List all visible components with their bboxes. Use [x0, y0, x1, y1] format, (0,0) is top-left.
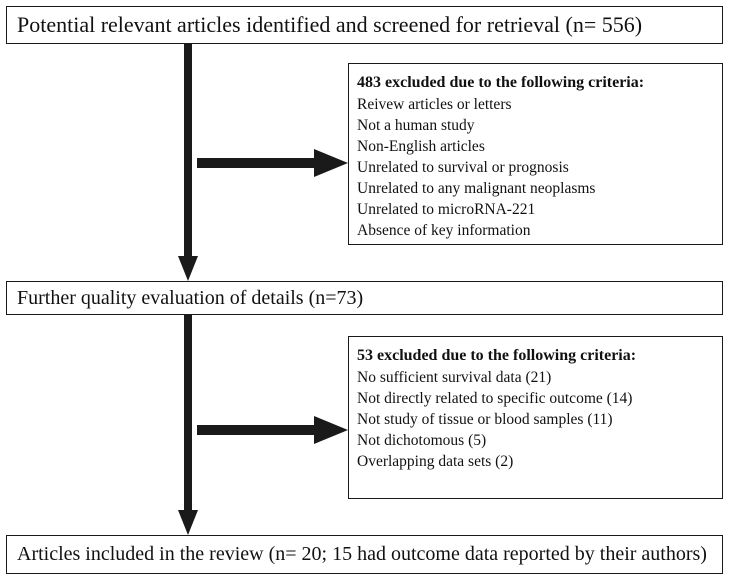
evaluation-box: Further quality evaluation of details (n… [6, 281, 723, 315]
arrow-down-1 [178, 44, 198, 281]
included-text: Articles included in the review (n= 20; … [17, 543, 707, 565]
arrow-down-2 [178, 315, 198, 535]
exclusion-1-heading: 483 excluded due to the following criter… [357, 74, 645, 91]
exclusion-1-item: Unrelated to any malignant neoplasms [357, 180, 596, 197]
exclusion-2-item: Not dichotomous (5) [357, 432, 487, 449]
exclusion-2-item: Not directly related to specific outcome… [357, 390, 633, 407]
exclusion-1-item: Reivew articles or letters [357, 96, 512, 113]
exclusion-1-item: Unrelated to survival or prognosis [357, 159, 569, 176]
identified-box: Potential relevant articles identified a… [6, 6, 723, 44]
exclusion-box-1: 483 excluded due to the following criter… [348, 63, 723, 245]
exclusion-1-item: Absence of key information [357, 222, 531, 239]
identified-text: Potential relevant articles identified a… [17, 12, 643, 37]
exclusion-1-list: Reivew articles or letters Not a human s… [357, 94, 712, 241]
exclusion-2-heading: 53 excluded due to the following criteri… [357, 347, 637, 364]
exclusion-1-item: Not a human study [357, 117, 475, 134]
included-box: Articles included in the review (n= 20; … [6, 535, 723, 574]
exclusion-box-2: 53 excluded due to the following criteri… [348, 336, 723, 499]
arrow-right-2 [197, 416, 348, 444]
exclusion-1-item: Unrelated to microRNA-221 [357, 201, 536, 218]
exclusion-1-item: Non-English articles [357, 138, 485, 155]
arrow-right-1 [197, 149, 348, 177]
exclusion-2-item: Not study of tissue or blood samples (11… [357, 411, 613, 428]
exclusion-2-list: No sufficient survival data (21) Not dir… [357, 367, 712, 472]
evaluation-text: Further quality evaluation of details (n… [17, 286, 364, 309]
exclusion-2-item: No sufficient survival data (21) [357, 369, 552, 386]
exclusion-2-item: Overlapping data sets (2) [357, 453, 514, 470]
